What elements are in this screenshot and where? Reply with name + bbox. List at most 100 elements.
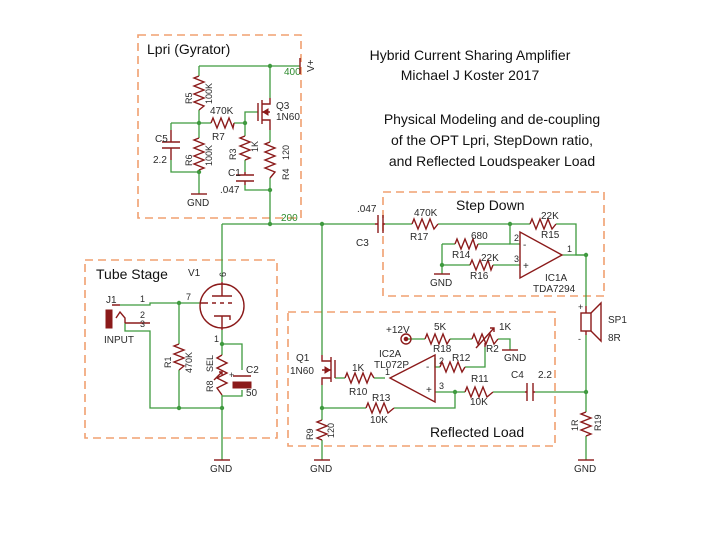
gnd-label-tube: GND (210, 464, 232, 475)
r14-value: 680 (471, 231, 488, 242)
ic2a-ref: IC2A (379, 349, 402, 360)
r6-value: 100K (204, 145, 214, 166)
j1-value: INPUT (104, 335, 134, 346)
reflected-load-section-box (287, 311, 556, 447)
r18-ref: R18 (433, 344, 452, 355)
ic2a-value: TL072P (374, 360, 409, 371)
r13-ref: R13 (372, 393, 391, 404)
supply-vplus-label: V+ (306, 59, 317, 72)
r8-ref: R8 (205, 380, 215, 392)
resistor-r9: R9 120 (305, 419, 336, 441)
gyrator-section-title: Lpri (Gyrator) (147, 41, 230, 57)
step-down-section-title: Step Down (456, 197, 524, 213)
r16-ref: R16 (470, 271, 489, 282)
gnd-label-stepdown: GND (430, 278, 452, 289)
resistor-r11: R11 10K (464, 374, 494, 408)
r5-ref: R5 (184, 92, 194, 104)
plus-12v-label: +12V (386, 325, 410, 336)
reflected-load-section-title: Reflected Load (430, 424, 524, 440)
resistor-r7: 470K R7 (210, 106, 235, 143)
r14-ref: R14 (452, 250, 471, 261)
ic2a-plus: + (426, 385, 432, 396)
r10-value: 1K (352, 363, 365, 374)
resistor-r12: R12 (439, 353, 471, 374)
description-line-2: of the OPT Lpri, StepDown ratio, (391, 132, 593, 148)
tube-stage-section-title: Tube Stage (96, 266, 168, 282)
c2-ref: C2 (246, 365, 259, 376)
ic1a-pin-2: 2 (514, 233, 519, 243)
ic1a-plus: + (523, 261, 529, 272)
r19-ref: R19 (593, 414, 603, 431)
jack-j1: J1 INPUT 1 2 3 (104, 294, 150, 346)
q3-ref: Q3 (276, 101, 290, 112)
resistor-r3: R3 1K (228, 135, 260, 161)
speaker-sp1: + - SP1 8R (578, 301, 627, 344)
supply-vplus-symbol: V+ (299, 58, 317, 74)
net-label-400: 400 (284, 67, 301, 78)
r2-value: 1K (499, 322, 512, 333)
c4-ref: C4 (511, 370, 524, 381)
r1-value: 470K (184, 352, 194, 373)
r7-ref: R7 (212, 132, 225, 143)
gnd-symbol-gyrator: GND (187, 193, 209, 209)
tube-stage-section-box (84, 259, 278, 439)
r11-value: 10K (470, 397, 488, 408)
c2-value: 50 (246, 388, 258, 399)
c2-plus: + (229, 370, 234, 380)
v1-ref: V1 (188, 268, 201, 279)
opamp-ic2a: - + 2 3 1 IC2A TL072P (374, 349, 444, 404)
capacitor-c2: + C2 50 (229, 365, 259, 399)
resistor-r4: R4 120 (263, 141, 291, 180)
potentiometer-r8: R8 SEL (205, 354, 229, 396)
r17-ref: R17 (410, 232, 429, 243)
capacitor-c3: .047 C3 (356, 204, 385, 249)
j1-pin-3: 3 (140, 319, 145, 329)
opamp-ic1a: - + 2 3 1 IC1A TDA7294 (514, 230, 576, 295)
potentiometer-r2: 1K R2 (471, 322, 512, 355)
description-line-1: Physical Modeling and de-coupling (384, 111, 600, 127)
resistor-r5: R5 100K (184, 75, 214, 111)
resistor-r19: 1R R19 (570, 411, 603, 437)
r12-ref: R12 (452, 353, 471, 364)
title-line-1: Hybrid Current Sharing Amplifier (370, 47, 571, 63)
r15-ref: R15 (541, 230, 560, 241)
r8-value: SEL (205, 355, 215, 372)
r9-ref: R9 (305, 428, 315, 440)
net-label-200: 200 (281, 213, 298, 224)
r4-ref: R4 (281, 168, 291, 180)
capacitor-c4: C4 2.2 (511, 370, 552, 401)
resistor-r14: 680 R14 (452, 231, 488, 261)
mosfet-q3: Q3 1N60 (257, 98, 300, 130)
junction-dots (176, 63, 589, 411)
r3-ref: R3 (228, 148, 238, 160)
supply-plus-12v: +12V (386, 325, 412, 345)
gnd-symbol-reflected: GND (310, 459, 332, 475)
gnd-symbol-speaker: GND (574, 459, 596, 475)
q3-value: 1N60 (276, 112, 300, 123)
gnd-symbol-stepdown: GND (430, 273, 452, 289)
gnd-symbol-r2: GND (502, 349, 526, 364)
r4-value: 120 (281, 145, 291, 160)
r17-value: 470K (414, 208, 438, 219)
step-down-section-box (382, 191, 605, 297)
j1-ref: J1 (106, 295, 117, 306)
c5-value: 2.2 (153, 155, 167, 166)
r7-value: 470K (210, 106, 234, 117)
gnd-symbol-tube: GND (210, 459, 232, 475)
ic1a-value: TDA7294 (533, 284, 576, 295)
resistor-r15: 22K R15 (529, 211, 560, 241)
r16-value: 22K (481, 253, 499, 264)
resistor-r1: R1 470K (163, 343, 194, 373)
capacitor-c1: C1 .047 (220, 168, 254, 196)
r13-value: 10K (370, 415, 388, 426)
gyrator-section-box (137, 34, 302, 219)
c5-ref: C5 (155, 134, 168, 145)
c1-value: .047 (220, 185, 240, 196)
r10-ref: R10 (349, 387, 368, 398)
r15-value: 22K (541, 211, 559, 222)
ic1a-minus: - (523, 240, 526, 251)
ic1a-ref: IC1A (545, 273, 568, 284)
gnd-label-reflected: GND (310, 464, 332, 475)
j1-pin-2: 2 (140, 310, 145, 320)
